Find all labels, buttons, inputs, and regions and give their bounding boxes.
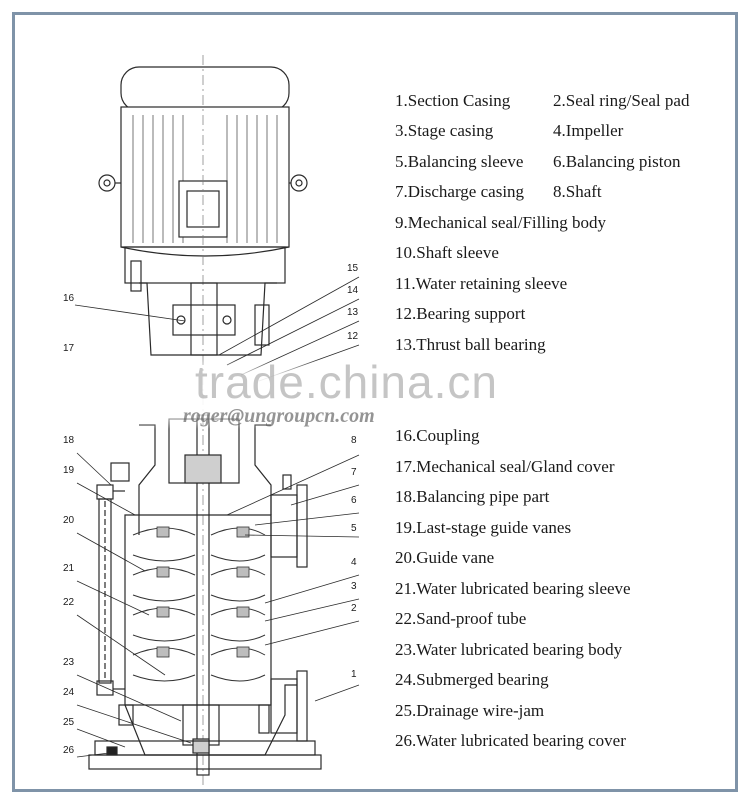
callout-22: 22 xyxy=(63,597,75,608)
callout-21: 21 xyxy=(63,563,75,574)
callout-5: 5 xyxy=(351,523,357,534)
motor xyxy=(98,55,308,785)
callout-7: 7 xyxy=(351,467,357,478)
callout-26: 26 xyxy=(63,745,75,756)
legend-item: 20.Guide vane xyxy=(395,548,495,567)
callout-8: 8 xyxy=(351,435,357,446)
callout-3: 3 xyxy=(351,581,357,592)
legend-item: 17.Mechanical seal/Gland cover xyxy=(395,457,615,476)
legend-item: 21.Water lubricated bearing sleeve xyxy=(395,579,631,598)
legend-item: 23.Water lubricated bearing body xyxy=(395,640,623,659)
callout-19: 19 xyxy=(63,465,75,476)
legend-item: 9.Mechanical seal/Filling body xyxy=(395,213,607,232)
callout-4: 4 xyxy=(351,557,357,568)
leader-lines xyxy=(74,276,360,758)
callout-24: 24 xyxy=(63,687,75,698)
legend-item: 18.Balancing pipe part xyxy=(395,487,550,506)
callout-20: 20 xyxy=(63,515,75,526)
legend-item: 16.Coupling xyxy=(395,426,480,445)
callout-14: 14 xyxy=(347,285,359,296)
legend-item: 19.Last-stage guide vanes xyxy=(395,518,572,537)
diagram-frame: 15 14 13 12 16 17 18 19 20 21 22 23 24 2… xyxy=(12,12,738,792)
callout-12: 12 xyxy=(347,331,359,342)
watermark-band xyxy=(15,359,735,429)
callout-13: 13 xyxy=(347,307,359,318)
legend-item: 13.Thrust ball bearing xyxy=(395,335,546,354)
watermark-text: trade.china.cn xyxy=(195,356,498,408)
callout-18: 18 xyxy=(63,435,75,446)
callout-numbers: 15 14 13 12 16 17 18 19 20 21 22 23 24 2… xyxy=(63,263,359,756)
legend-item: 25.Drainage wire-jam xyxy=(395,701,545,720)
bracket xyxy=(130,260,277,356)
callout-25: 25 xyxy=(63,717,75,728)
legend-item: 24.Submerged bearing xyxy=(395,670,549,689)
legend-item: 26.Water lubricated bearing cover xyxy=(395,731,626,750)
inlet-casing xyxy=(88,670,322,770)
stage-stack xyxy=(124,514,272,706)
callout-23: 23 xyxy=(63,657,75,668)
legend-item: 22.Sand-proof tube xyxy=(395,609,527,628)
callout-16: 16 xyxy=(63,293,75,304)
legend-item: 10.Shaft sleeve xyxy=(395,243,499,262)
balance-pipe xyxy=(96,462,130,696)
callout-17: 17 xyxy=(63,343,75,354)
callout-2: 2 xyxy=(351,603,357,614)
callout-1: 1 xyxy=(351,669,357,680)
watermark-email: roger@ungroupcn.com xyxy=(183,405,375,427)
legend-item: 12.Bearing support xyxy=(395,304,526,323)
callout-15: 15 xyxy=(347,263,359,274)
callout-6: 6 xyxy=(351,495,357,506)
pump-drawing: 15 14 13 12 16 17 18 19 20 21 22 23 24 2… xyxy=(63,55,360,785)
legend-item: 11.Water retaining sleeve xyxy=(395,274,568,293)
